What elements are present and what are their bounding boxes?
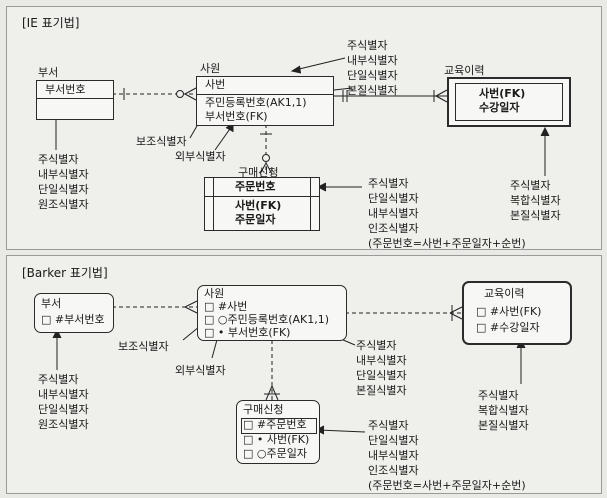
ie-edu-key: 수강일자 <box>479 101 520 114</box>
note-line: 주식별자 <box>478 389 519 402</box>
ie-dept-notes: 주식별자 내부식별자 단일식별자 원조식별자 <box>38 152 89 212</box>
note-line: 내부식별자 <box>38 168 89 181</box>
ie-purchase-entity: 주문번호 사번(FK) 주문일자 <box>204 177 320 231</box>
note-line: 주식별자 <box>368 177 409 190</box>
note-line: 단일식별자 <box>38 183 89 196</box>
note-line: 복합식별자 <box>510 194 561 207</box>
note-line: 단일식별자 <box>368 434 419 447</box>
note-line: 내부식별자 <box>38 388 89 401</box>
note-line: (주문번호=사번+주문일자+순번) <box>368 237 526 250</box>
ie-purchase-notes: 주식별자 단일식별자 내부식별자 인조식별자 (주문번호=사번+주문일자+순번) <box>368 176 526 251</box>
note-line: 복합식별자 <box>478 404 529 417</box>
ie-emp-attr: 부서번호(FK) <box>205 110 268 123</box>
barker-emp-entity: 사원 □ #사번 □ ○주민등록번호(AK1,1) □ • 부서번호(FK) <box>197 285 347 341</box>
barker-purchase-notes: 주식별자 단일식별자 내부식별자 인조식별자 (주문번호=사번+주문일자+순번) <box>368 418 526 493</box>
barker-edu-notes: 주식별자 복합식별자 본질식별자 <box>478 388 529 433</box>
barker-dept-name: 부서 <box>41 297 62 310</box>
barker-edu-attr: □ #수강일자 <box>476 321 540 334</box>
ie-emp-name: 사원 <box>200 62 221 75</box>
ie-emp-key: 사번 <box>205 78 226 91</box>
ie-dept-key: 부서번호 <box>45 83 86 96</box>
barker-purchase-attr: □ ○주문일자 <box>243 447 307 460</box>
note-line: 내부식별자 <box>368 207 419 220</box>
barker-purchase-attr: □ #주문번호 <box>243 418 307 431</box>
barker-purchase-attr: □ • 사번(FK) <box>243 433 310 446</box>
barker-section-title: [Barker 표기법] <box>22 266 108 280</box>
note-line: 주식별자 <box>510 179 551 192</box>
note-line: 내부식별자 <box>356 354 407 367</box>
barker-dept-notes: 주식별자 내부식별자 단일식별자 원조식별자 <box>38 372 89 432</box>
barker-emp-attr: □ • 부서번호(FK) <box>204 326 291 339</box>
barker-edu-entity: 교육이력 □ #사번(FK) □ #수강일자 <box>462 281 572 345</box>
ie-dept-entity: 부서번호 <box>36 80 114 120</box>
ie-emp-notes: 주식별자 내부식별자 단일식별자 본질식별자 <box>347 38 398 98</box>
barker-ext-id-note: 외부식별자 <box>175 364 226 377</box>
barker-dept-entity: 부서 □ #부서번호 <box>34 293 114 333</box>
note-line: 주식별자 <box>368 419 409 432</box>
ie-dept-name: 부서 <box>38 66 59 79</box>
note-line: 단일식별자 <box>347 69 398 82</box>
ie-section-title: [IE 표기법] <box>22 16 80 30</box>
barker-emp-attr: □ ○주민등록번호(AK1,1) <box>204 313 330 326</box>
note-line: 내부식별자 <box>347 54 398 67</box>
note-line: 원조식별자 <box>38 198 89 211</box>
barker-edu-name: 교육이력 <box>484 287 525 300</box>
barker-emp-notes: 주식별자 내부식별자 단일식별자 본질식별자 <box>356 338 407 398</box>
note-line: 본질식별자 <box>478 419 529 432</box>
ie-emp-attr: 주민등록번호(AK1,1) <box>205 96 307 109</box>
note-line: 주식별자 <box>356 339 397 352</box>
note-line: (주문번호=사번+주문일자+순번) <box>368 479 526 492</box>
barker-emp-attr: □ #사번 <box>204 300 248 313</box>
ie-sub-id-note: 보조식별자 <box>136 135 187 148</box>
barker-purchase-entity: 구매신청 □ #주문번호 □ • 사번(FK) □ ○주문일자 <box>236 400 320 464</box>
note-line: 본질식별자 <box>347 84 398 97</box>
note-line: 내부식별자 <box>368 449 419 462</box>
barker-emp-name: 사원 <box>204 287 225 300</box>
ie-edu-name: 교육이력 <box>444 64 485 77</box>
ie-purchase-name: 구매신청 <box>238 166 279 179</box>
ie-ext-id-note: 외부식별자 <box>175 150 226 163</box>
note-line: 본질식별자 <box>356 384 407 397</box>
note-line: 인조식별자 <box>368 222 419 235</box>
ie-emp-entity: 사번 주민등록번호(AK1,1) 부서번호(FK) <box>196 76 334 126</box>
note-line: 주식별자 <box>347 39 388 52</box>
note-line: 주식별자 <box>38 153 79 166</box>
note-line: 본질식별자 <box>510 209 561 222</box>
note-line: 인조식별자 <box>368 464 419 477</box>
ie-edu-entity: 사번(FK) 수강일자 <box>447 77 571 127</box>
barker-edu-attr: □ #사번(FK) <box>476 305 542 318</box>
note-line: 단일식별자 <box>368 192 419 205</box>
note-line: 주식별자 <box>38 373 79 386</box>
barker-purchase-name: 구매신청 <box>243 403 284 416</box>
barker-dept-key: □ #부서번호 <box>41 313 105 326</box>
ie-purchase-attr: 사번(FK) <box>235 199 282 212</box>
ie-edu-key: 사번(FK) <box>479 87 526 100</box>
ie-purchase-key: 주문번호 <box>235 180 276 193</box>
note-line: 원조식별자 <box>38 418 89 431</box>
ie-edu-notes: 주식별자 복합식별자 본질식별자 <box>510 178 561 223</box>
ie-purchase-attr: 주문일자 <box>235 213 276 226</box>
note-line: 단일식별자 <box>38 403 89 416</box>
barker-sub-id-note: 보조식별자 <box>118 340 169 353</box>
note-line: 단일식별자 <box>356 369 407 382</box>
